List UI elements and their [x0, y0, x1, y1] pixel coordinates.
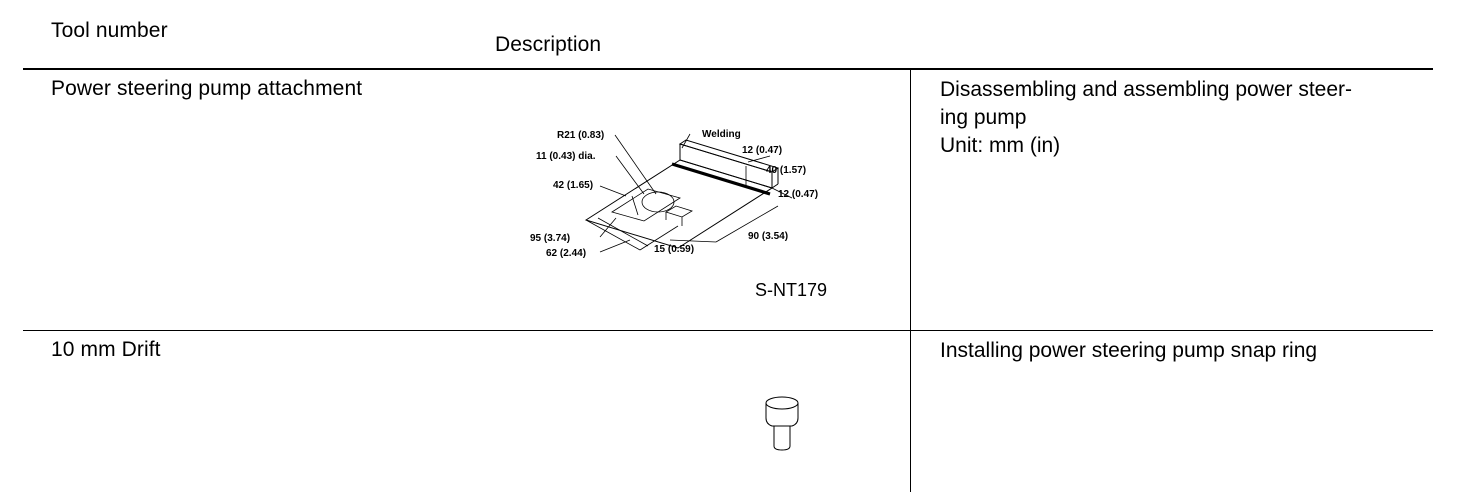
pump-attachment-figure: R21 (0.83) Welding 11 (0.43) dia. 12 (0.… [530, 129, 818, 259]
label-62: 62 (2.44) [546, 248, 586, 259]
row-divider [23, 330, 1433, 331]
label-welding: Welding [702, 129, 741, 140]
description-line: Unit: mm (in) [940, 134, 1061, 157]
header-rule [23, 68, 1433, 70]
figure-code: S-NT179 [755, 280, 828, 300]
label-r21: R21 (0.83) [557, 130, 604, 141]
drift-figure [765, 396, 799, 451]
description-line: Installing power steering pump snap ring [940, 339, 1318, 362]
tool-name-drift: 10 mm Drift [51, 338, 161, 361]
description-drift: Installing power steering pump snap ring [940, 337, 1410, 365]
label-90: 90 (3.54) [748, 231, 788, 242]
tool-name-pump-attachment: Power steering pump attachment [51, 77, 363, 100]
label-15: 15 (0.59) [654, 244, 694, 255]
description-pump-attachment: Disassembling and assembling power steer… [940, 76, 1410, 160]
description-line: ing pump [940, 106, 1027, 129]
description-line: Disassembling and assembling power steer… [940, 78, 1353, 101]
label-40: 40 (1.57) [766, 165, 806, 176]
column-divider [910, 69, 911, 492]
label-42: 42 (1.65) [553, 180, 593, 191]
label-12-top: 12 (0.47) [742, 145, 782, 156]
label-12-right: 12 (0.47) [778, 189, 818, 200]
header-description: Description [495, 33, 602, 56]
label-95: 95 (3.74) [530, 233, 570, 244]
label-dia: 11 (0.43) dia. [536, 151, 596, 162]
header-tool-number: Tool number [51, 19, 168, 42]
